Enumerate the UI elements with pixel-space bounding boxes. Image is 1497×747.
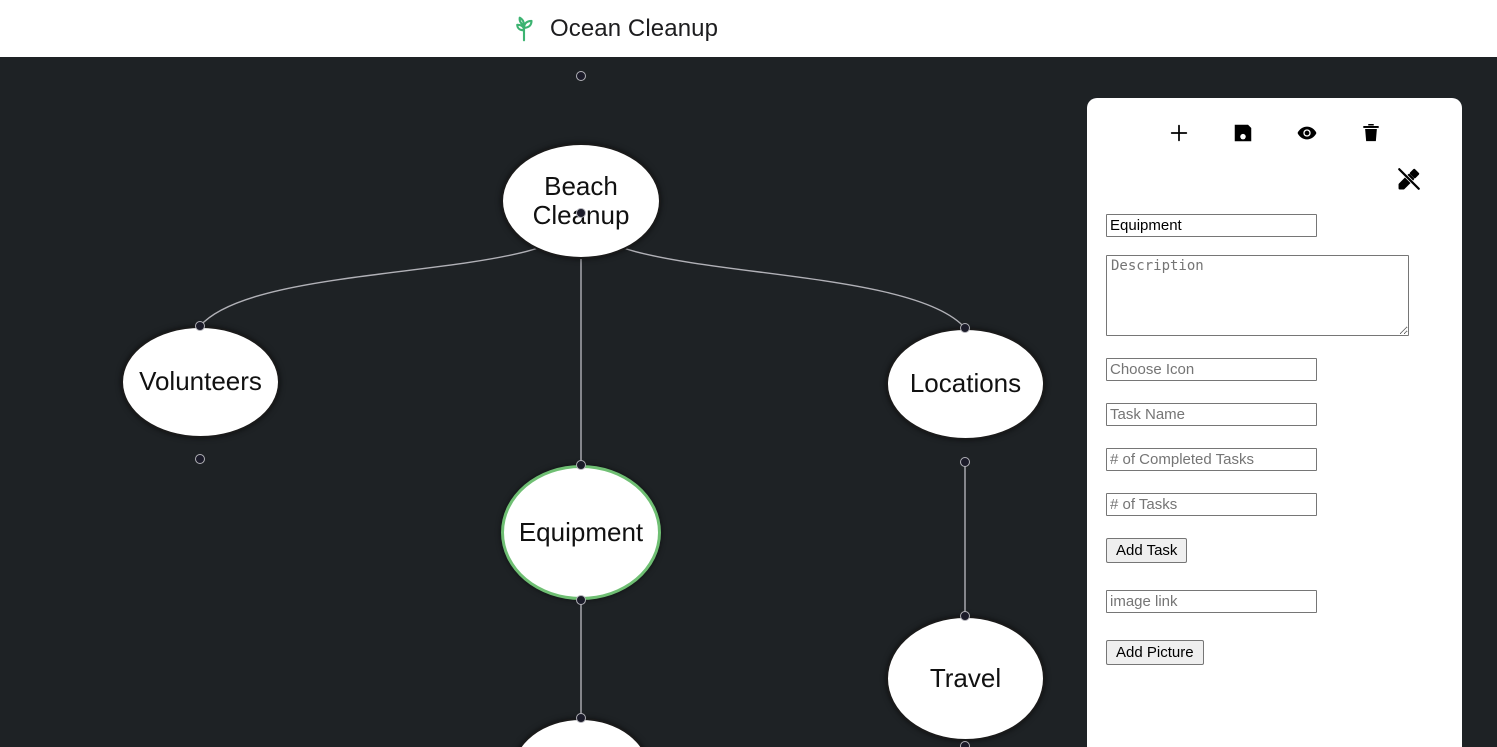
node-handle-top[interactable] xyxy=(576,713,586,723)
node-editor-panel: Add Task Add Picture xyxy=(1087,98,1462,747)
node-handle-top[interactable] xyxy=(960,323,970,333)
node-edit-form: Add Task Add Picture xyxy=(1087,192,1462,665)
node-handle-bottom[interactable] xyxy=(960,741,970,747)
seedling-icon xyxy=(509,14,539,44)
task-name-input[interactable] xyxy=(1106,403,1317,426)
node-handle-top[interactable] xyxy=(195,321,205,331)
panel-toolbar xyxy=(1087,98,1462,154)
app-header: Ocean Cleanup xyxy=(0,0,1497,57)
node-locations[interactable]: Locations xyxy=(886,328,1045,440)
floppy-disk-icon[interactable] xyxy=(1232,122,1254,144)
node-label: Beach Cleanup xyxy=(533,170,630,229)
node-volunteers[interactable]: Volunteers xyxy=(121,326,280,438)
panel-subbar xyxy=(1087,154,1462,192)
node-handle-bottom[interactable] xyxy=(960,457,970,467)
add-task-button[interactable]: Add Task xyxy=(1106,538,1188,563)
description-textarea[interactable] xyxy=(1106,255,1409,336)
node-label: Locations xyxy=(909,368,1022,399)
header-brand: Ocean Cleanup xyxy=(509,14,718,44)
node-beach-cleanup[interactable]: Beach Cleanup xyxy=(501,143,661,259)
node-handle-bottom[interactable] xyxy=(195,454,205,464)
eye-icon[interactable] xyxy=(1296,122,1318,144)
completed-tasks-input[interactable] xyxy=(1106,448,1317,471)
node-equipment[interactable]: Equipment xyxy=(501,465,661,600)
node-label: Travel xyxy=(929,662,1002,693)
node-handle-bottom[interactable] xyxy=(576,595,586,605)
node-handle-top[interactable] xyxy=(576,71,586,81)
node-handle-top[interactable] xyxy=(960,611,970,621)
pencil-off-icon[interactable] xyxy=(1396,166,1422,192)
image-link-input[interactable] xyxy=(1106,590,1317,613)
node-label: Equipment xyxy=(518,516,644,547)
node-label: Volunteers xyxy=(139,366,262,397)
node-travel[interactable]: Travel xyxy=(886,616,1045,741)
node-name-input[interactable] xyxy=(1106,214,1317,237)
plus-icon[interactable] xyxy=(1168,122,1190,144)
add-picture-button[interactable]: Add Picture xyxy=(1106,640,1204,665)
choose-icon-input[interactable] xyxy=(1106,358,1317,381)
app-title: Ocean Cleanup xyxy=(549,14,719,42)
tasks-input[interactable] xyxy=(1106,493,1317,516)
node-handle-top[interactable] xyxy=(576,460,586,470)
node-handle-bottom[interactable] xyxy=(576,208,586,218)
trash-icon[interactable] xyxy=(1360,122,1382,144)
